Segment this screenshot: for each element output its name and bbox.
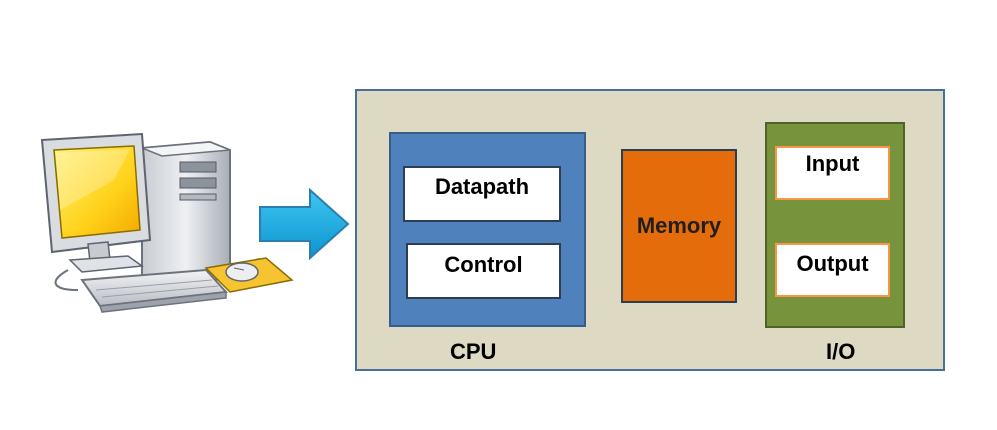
right-arrow-icon [259, 188, 350, 260]
io-label: I/O [826, 339, 856, 364]
control-label: Control [444, 252, 523, 277]
control-block: Control [406, 243, 561, 299]
cpu-label: CPU [450, 339, 497, 364]
memory-label: Memory [636, 213, 722, 238]
desktop-computer-icon [40, 132, 294, 313]
datapath-label: Datapath [434, 174, 530, 199]
memory-block: Memory [621, 149, 737, 303]
input-label: Input [805, 151, 860, 176]
output-label: Output [796, 251, 869, 276]
input-block: Input [775, 146, 890, 200]
output-block: Output [775, 243, 890, 297]
datapath-block: Datapath [403, 166, 561, 222]
